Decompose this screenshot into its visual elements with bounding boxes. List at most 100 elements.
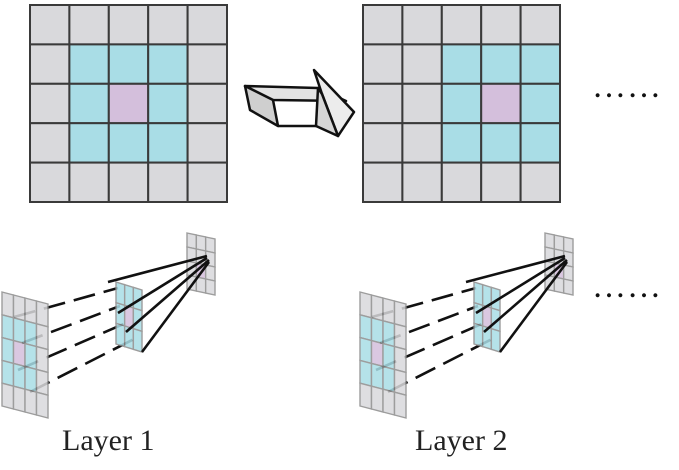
- stack-cell: [115, 301, 126, 327]
- stack-cell: [204, 278, 216, 296]
- stack-cell: [24, 319, 38, 348]
- layer-1-grid: [29, 4, 229, 204]
- grid-cell: [440, 161, 483, 204]
- grid-cell: [519, 122, 561, 164]
- stack-cell: [359, 382, 373, 410]
- stack-cell: [393, 322, 407, 351]
- grid-cell: [401, 82, 443, 125]
- grid-cell: [147, 122, 189, 164]
- stack-cell: [1, 382, 15, 410]
- grid-cell: [440, 122, 483, 164]
- ellipsis-bottom: ……: [592, 268, 662, 305]
- grid-cell: [107, 122, 150, 164]
- stack-cell: [24, 388, 38, 416]
- grid-cell: [362, 43, 404, 85]
- solid-connector: [465, 254, 566, 284]
- grid-cell: [480, 161, 522, 204]
- grid-cell: [519, 161, 561, 204]
- stack-cell: [359, 291, 373, 319]
- solid-connector: [117, 256, 208, 315]
- grid-cell: [401, 161, 443, 204]
- grid-cell: [68, 161, 110, 204]
- stack-cell: [1, 313, 15, 342]
- grid-cell: [68, 4, 110, 46]
- grid-cell: [440, 4, 483, 46]
- grid-cell: [186, 82, 229, 125]
- solid-connector: [140, 261, 211, 353]
- layer-2-label: Layer 2: [415, 424, 508, 457]
- stack-cell: [35, 322, 49, 351]
- layer-1-receptive-field-stack: [1, 232, 216, 419]
- stack-cell: [115, 322, 126, 348]
- grid-cell: [186, 4, 229, 46]
- grid-cell: [519, 43, 561, 85]
- grid-cell: [362, 82, 404, 125]
- grid-cell: [480, 4, 522, 46]
- stack-cell: [370, 339, 384, 368]
- grid-cell: [68, 82, 110, 125]
- ellipsis-top: ……: [592, 68, 662, 105]
- grid-cell: [440, 43, 483, 85]
- grid-cell: [147, 161, 189, 204]
- stack-cell: [382, 297, 396, 325]
- grid-cell: [29, 4, 71, 46]
- grid-cell: [480, 43, 522, 85]
- grid-cell: [519, 82, 561, 125]
- grid-cell: [107, 82, 150, 125]
- stack-cell: [393, 345, 407, 374]
- solid-connector: [107, 254, 208, 284]
- layer-2-grid: [362, 4, 561, 204]
- solid-connector: [125, 259, 210, 333]
- stack-cell: [473, 281, 484, 307]
- stack-cell: [1, 291, 15, 319]
- stack-cell: [359, 313, 373, 342]
- stack-cell: [370, 316, 384, 345]
- stack-cell: [370, 294, 384, 322]
- stack-cell: [1, 336, 15, 365]
- grid-cell: [362, 122, 404, 164]
- stack-cell: [12, 339, 26, 368]
- stack-cell: [35, 368, 49, 397]
- stack-cell: [24, 365, 38, 394]
- stack-cell: [24, 342, 38, 371]
- stack-cell: [553, 276, 565, 294]
- layer-2-receptive-field-stack: [359, 232, 574, 419]
- stack-cell: [195, 276, 207, 294]
- stack-cell: [35, 300, 49, 328]
- stack-cell: [490, 327, 501, 353]
- grid-cell: [29, 82, 71, 125]
- input-grid: [1, 291, 49, 419]
- stack-cell: [370, 385, 384, 413]
- grid-cell: [147, 4, 189, 46]
- grid-cell: [519, 4, 561, 46]
- stack-cell: [382, 365, 396, 394]
- grid-cell: [186, 122, 229, 164]
- grid-cell: [107, 161, 150, 204]
- grid-cell: [362, 4, 404, 46]
- stack-cell: [1, 359, 15, 388]
- grid-cell: [401, 43, 443, 85]
- solid-connector: [498, 261, 569, 353]
- stack-cell: [12, 294, 26, 322]
- grid-cell: [29, 43, 71, 85]
- stack-cell: [562, 278, 574, 296]
- transition-arrow: [243, 68, 356, 138]
- stack-cell: [382, 342, 396, 371]
- grid-cell: [68, 122, 110, 164]
- grid-cell: [29, 122, 71, 164]
- stack-cell: [382, 388, 396, 416]
- grid-cell: [362, 161, 404, 204]
- grid-cell: [68, 43, 110, 85]
- stack-cell: [393, 300, 407, 328]
- grid-cell: [107, 4, 150, 46]
- grid-cell: [186, 161, 229, 204]
- hidden-grid: [473, 281, 501, 353]
- grid-cell: [480, 82, 522, 125]
- stack-cell: [35, 345, 49, 374]
- grid-cell: [186, 43, 229, 85]
- stack-cell: [359, 359, 373, 388]
- grid-cell: [480, 122, 522, 164]
- grid-cell: [29, 161, 71, 204]
- stack-cell: [35, 391, 49, 419]
- grid-cell: [107, 43, 150, 85]
